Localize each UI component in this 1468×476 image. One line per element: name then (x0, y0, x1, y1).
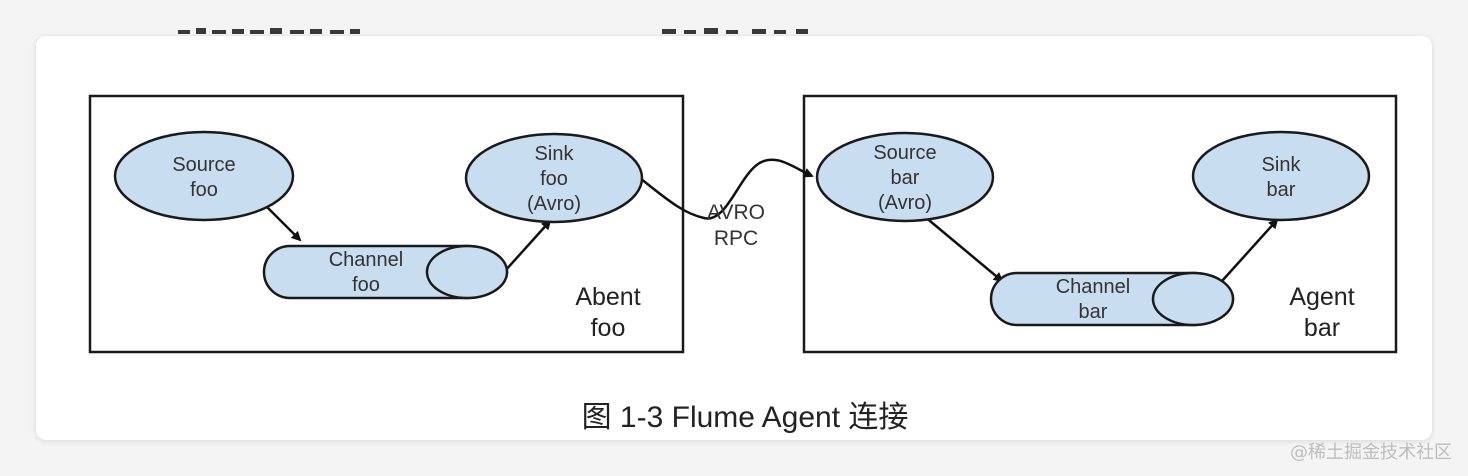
cropped-text-fragment (178, 28, 808, 34)
figure-card (36, 36, 1432, 440)
agent-bar-label-line2: bar (1304, 314, 1340, 342)
sink-foo-line3: (Avro) (527, 193, 581, 215)
channel-bar-line2: bar (1079, 301, 1108, 323)
edge-source-foo-to-channel-foo (265, 205, 302, 242)
edge-channel-foo-to-sink-foo (504, 219, 552, 272)
sink-foo-line1: Sink (535, 143, 575, 165)
edges (265, 158, 1279, 283)
source-bar-line1: Source (873, 142, 936, 164)
source-bar-line3: (Avro) (878, 192, 932, 214)
channel-foo-node: Channel foo (262, 244, 509, 300)
agent-foo-label-line1: Abent (575, 283, 640, 311)
agent-bar-label-line1: Agent (1289, 283, 1354, 311)
watermark: @稀土掘金技术社区 (1290, 442, 1452, 463)
edge-channel-bar-to-sink-bar (1221, 218, 1279, 282)
avro-rpc-label-line2: RPC (714, 227, 758, 250)
agent-foo-box: Abent foo (88, 94, 685, 354)
edge-source-bar-to-channel-bar (923, 215, 1004, 283)
avro-rpc-label: AVRO RPC (707, 201, 765, 250)
figure-caption: 图 1-3 Flume Agent 连接 (581, 401, 909, 434)
source-bar-line2: bar (891, 167, 920, 189)
source-bar-node: Source bar (Avro) (815, 131, 995, 223)
avro-rpc-label-line1: AVRO (707, 201, 765, 224)
agent-foo-label-line2: foo (591, 314, 626, 342)
sink-bar-node: Sink bar (1191, 130, 1371, 222)
sink-foo-line2: foo (540, 168, 568, 190)
sink-foo-node: Sink foo (Avro) (464, 132, 644, 224)
channel-foo-line1: Channel (329, 249, 404, 271)
source-foo-line2: foo (190, 179, 218, 201)
channel-bar-line1: Channel (1056, 276, 1131, 298)
source-foo-line1: Source (172, 154, 235, 176)
channel-foo-line2: foo (352, 274, 380, 296)
edge-avro-rpc (639, 158, 814, 220)
source-foo-node: Source foo (113, 130, 295, 222)
sink-bar-line2: bar (1267, 179, 1296, 201)
channel-bar-node: Channel bar (989, 271, 1235, 327)
sink-bar-line1: Sink (1262, 154, 1302, 176)
agent-bar-box: Agent bar (802, 94, 1398, 354)
